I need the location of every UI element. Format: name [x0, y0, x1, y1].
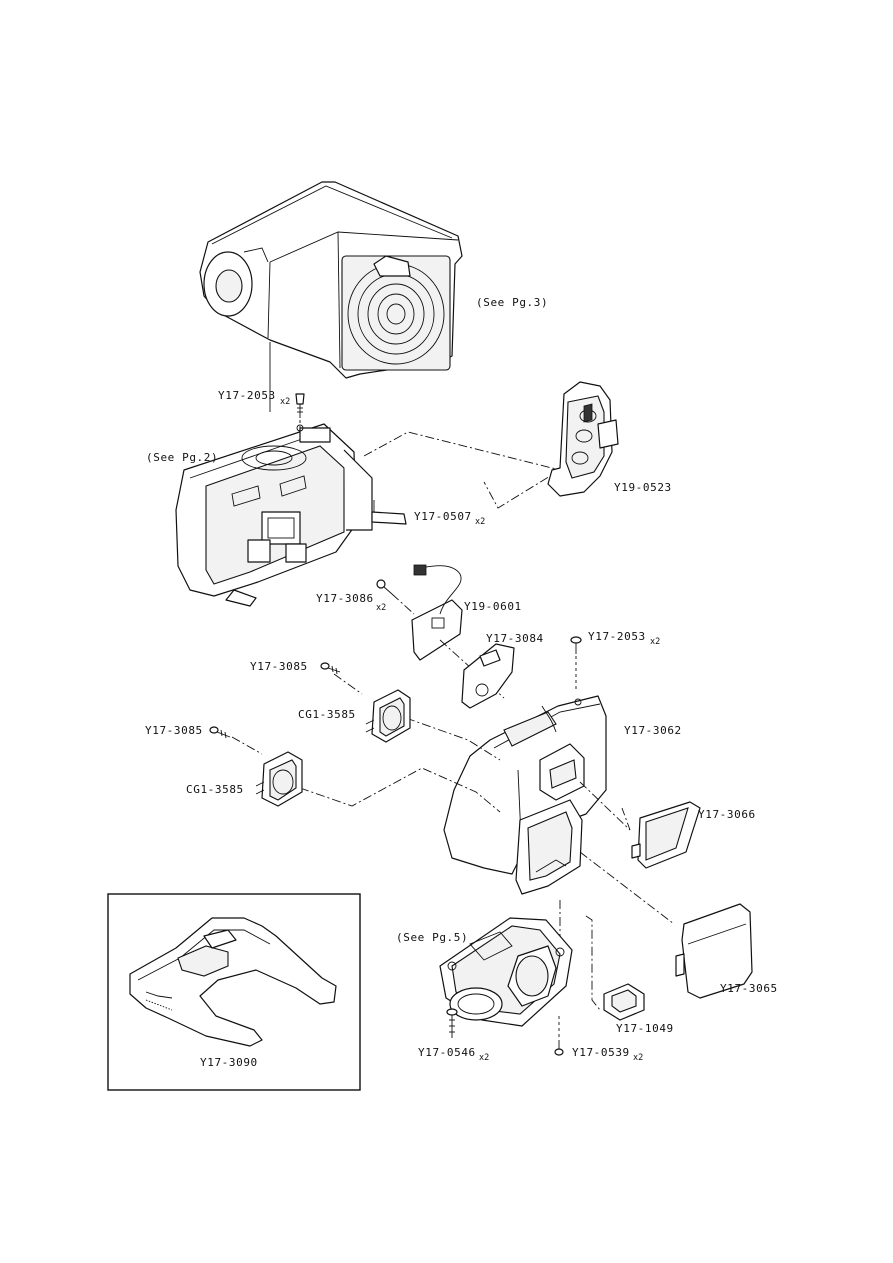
label-y17-3084: Y17-3084 [486, 632, 544, 645]
bracket-y17-0507 [371, 500, 407, 525]
qty-y17-0539: x2 [633, 1053, 643, 1063]
qty-y17-3086: x2 [376, 603, 386, 613]
screw-y17-2053-right [570, 636, 582, 690]
label-cg1-3585-lower: CG1-3585 [186, 783, 244, 796]
qty-y17-0507: x2 [475, 517, 485, 527]
label-see-pg5: (See Pg.5) [396, 931, 468, 944]
connector-y17-1049 [603, 983, 645, 1021]
label-y17-3085-lower: Y17-3085 [145, 724, 203, 737]
label-y17-3066: Y17-3066 [698, 808, 756, 821]
holder-cg1-3585-upper [365, 689, 411, 743]
side-panel-y19-0523 [547, 381, 619, 497]
label-y17-3090: Y17-3090 [200, 1056, 258, 1069]
chassis-assembly [175, 423, 373, 607]
label-y19-0523: Y19-0523 [614, 481, 672, 494]
inset-frame [107, 893, 361, 1091]
label-y17-3062: Y17-3062 [624, 724, 682, 737]
label-y17-2053-top: Y17-2053 [218, 389, 276, 402]
cover-part-y17-3090 [129, 917, 337, 1047]
screw-y17-3086 [376, 579, 415, 615]
screw-y17-3085-lower [209, 726, 231, 739]
lamp-housing-assembly [199, 181, 463, 379]
qty-y17-0546: x2 [479, 1053, 489, 1063]
qty-y17-2053-top: x2 [280, 397, 290, 407]
label-y17-3086: Y17-3086 [316, 592, 374, 605]
pcb-y19-0601 [411, 564, 463, 661]
label-y17-2053-right: Y17-2053 [588, 630, 646, 643]
plate-y17-3084 [461, 643, 515, 709]
label-y17-3065: Y17-3065 [720, 982, 778, 995]
label-y17-0539: Y17-0539 [572, 1046, 630, 1059]
door-y17-3066 [631, 801, 701, 869]
lower-housing-y17-3062 [443, 695, 607, 875]
label-y17-0546: Y17-0546 [418, 1046, 476, 1059]
screw-y17-0546 [446, 1008, 458, 1038]
label-y17-0507: Y17-0507 [414, 510, 472, 523]
base-assembly [439, 917, 573, 1027]
holder-cg1-3585-lower [255, 751, 303, 807]
qty-y17-2053-right: x2 [650, 637, 660, 647]
label-see-pg3: (See Pg.3) [476, 296, 548, 309]
label-y17-3085-upper: Y17-3085 [250, 660, 308, 673]
label-y17-1049: Y17-1049 [616, 1022, 674, 1035]
label-see-pg2: (See Pg.2) [146, 451, 218, 464]
screw-y17-0539 [554, 1016, 564, 1056]
screw-y17-3085-upper [320, 662, 341, 675]
inner-frame [515, 799, 583, 895]
label-cg1-3585-upper: CG1-3585 [298, 708, 356, 721]
label-y19-0601: Y19-0601 [464, 600, 522, 613]
cover-y17-3065 [675, 903, 753, 999]
